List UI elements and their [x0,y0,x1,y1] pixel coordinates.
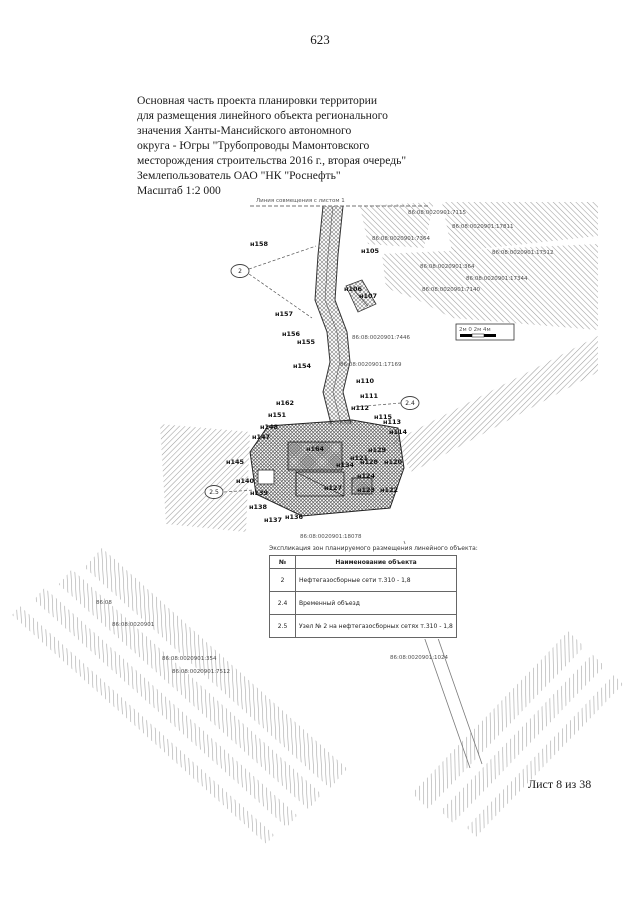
map-point-label: н164 [306,445,325,453]
zone-marker-circle [230,264,250,278]
map-point-label: н106 [344,285,363,293]
legend-object-name: Узел № 2 на нефтегазосборных сетях т.310… [295,614,457,638]
cadastral-number: 86:08:0020901:17344 [466,276,528,282]
map-point-label: н112 [351,404,369,412]
zone-marker-circle [400,396,420,410]
map-point-label: н145 [226,458,245,466]
cadastral-number: 86:08:0020901:354 [162,656,217,662]
map-point-label: н136 [285,513,304,521]
scale-bar-label: 2м 0 2м 4м [459,327,491,333]
map-point-label: н155 [297,338,316,346]
cadastral-number: 86:08 [96,600,112,606]
title-line: Масштаб 1:2 000 [137,184,221,197]
cadastral-number: 86:08:0020901:7140 [422,287,481,293]
cadastral-number: 86:08:0020901:7115 [408,210,467,216]
map-point-label: н154 [293,362,312,370]
map-point-label: н140 [236,477,255,485]
map-point-label: н114 [389,428,408,436]
legend-zone-number: 2.5 [269,614,296,638]
cadastral-number: 86:08:0020901 [112,622,154,628]
zone-marker-label: 2 [238,268,242,275]
zone-marker-label: 2.4 [405,400,415,407]
parcel-hatch-upper-right [360,202,598,330]
title-line: Землепользователь ОАО "НК "Роснефть" [137,169,341,182]
legend-zone-number: 2.4 [269,591,296,615]
cadastral-number: 86:08:0020901:18078 [300,534,362,540]
cadastral-number: 86:08:0020901:7364 [372,236,431,242]
map-point-label: н138 [249,503,268,511]
leader-lines [223,245,402,493]
title-block: Основная часть проекта планировки террит… [137,93,457,198]
map-point-label: н151 [268,411,287,419]
map-point-label: н120 [384,458,403,466]
legend-col-name: Наименование объекта [295,555,457,569]
map-point-label: н124 [357,472,376,480]
map-point-label: н115 [374,413,393,421]
scale-bar: 2м 0 2м 4м [455,323,515,341]
map-point-label: н147 [252,433,270,441]
map-point-label: н157 [275,310,293,318]
map-point-label: н134 [336,461,355,469]
map-point-label: н110 [356,377,375,385]
map-point-label: н128 [360,458,379,466]
map-point-label: н148 [260,423,279,431]
cadastral-number: 86:08:0020901:17512 [492,250,554,256]
legend-object-name: Нефтегазосборные сети т.310 - 1,8 [295,568,457,592]
parcel-hatch-bottom-right [412,631,624,837]
legend: Экспликация зон планируемого размещения … [268,544,478,639]
legend-col-number: № [269,555,296,569]
cadastral-number: 86:08:0020901:1024 [390,655,449,661]
cadastral-number: 86:08:0020901:7446 [352,335,411,341]
map-point-label: н111 [360,392,379,400]
match-line: Линия совмещения с листом 1 [250,198,428,207]
title-line: для размещения линейного объекта региона… [137,109,388,122]
title-lines: Основная часть проекта планировки террит… [137,93,457,198]
map-point-label: н107 [359,292,377,300]
map-point-label: н127 [324,484,342,492]
zone-marker-label: 2.5 [209,489,219,496]
legend-object-name: Временный объезд [295,591,457,615]
map-point-label: н123 [357,486,375,494]
legend-title: Экспликация зон планируемого размещения … [269,545,478,552]
cadastral-number: 86:08:0020901:17811 [452,224,514,230]
map-point-label: н105 [361,247,380,255]
map-point-label: н162 [276,399,294,407]
cadastral-number: 86:08:0020901:364 [420,264,475,270]
title-line: округа - Югры "Трубопроводы Мамонтовског… [137,139,370,152]
map-point-label: н121 [350,454,369,462]
legend-zone-number: 2 [269,568,296,592]
parcel-hatch-bottom-left [12,548,348,844]
map-point-label: н129 [368,446,387,454]
cadastral-number: 86:08:0020901:7512 [172,669,230,675]
pipeline-corridor [314,205,352,425]
map-point-label: н158 [250,240,269,248]
map-point-label: н122 [380,486,398,494]
zone-marker-circle [204,485,224,499]
match-line-label: Линия совмещения с листом 1 [256,198,345,204]
parcel-hatch-left [160,424,250,532]
map-point-label: н137 [264,516,282,524]
page-number: 623 [310,32,330,47]
map-point-label: н156 [282,330,301,338]
map-point-label: н139 [250,489,269,497]
title-line: значения Ханты-Мансийского автономного [137,124,352,137]
cadastral-number: 86:08:0020901:17169 [340,362,402,368]
parcel-hatch-right-band [392,336,598,472]
pipeline-branch [345,279,377,313]
legend-header-row: № Наименование объекта [269,555,457,569]
title-line: месторождения строительства 2016 г., вто… [137,154,407,167]
title-line: Основная часть проекта планировки террит… [137,94,378,107]
node-area [249,419,405,517]
sheet-label: Лист 8 из 38 [528,777,592,791]
map-point-label: н113 [383,418,401,426]
